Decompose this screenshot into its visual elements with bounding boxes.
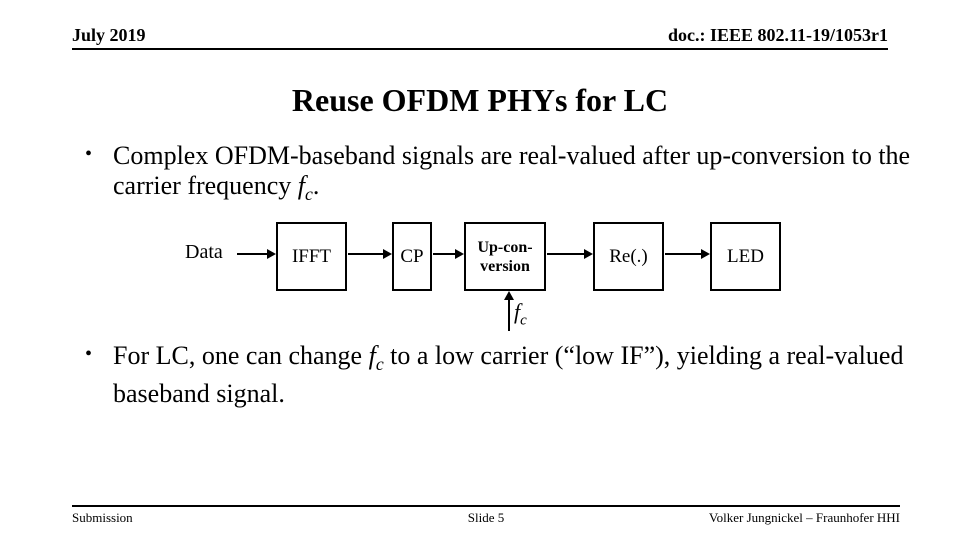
block-upconversion-label-line1: Up-con- [477, 238, 533, 256]
block-cp: CP [392, 222, 432, 291]
block-upconversion: Up-con- version [464, 222, 546, 291]
header-date: July 2019 [72, 25, 146, 45]
block-real-part: Re(.) [593, 222, 664, 291]
footer-submission-label: Submission [72, 510, 133, 525]
bullet-1-text-post: . [312, 171, 320, 200]
block-upconversion-label-line2: version [480, 257, 530, 275]
bullet-item-2: • For LC, one can change fc to a low car… [85, 341, 923, 409]
flow-arrow-data-to-ifft [237, 249, 276, 259]
diagram-source-label: Data [185, 241, 223, 263]
bullet-2-text-post: to a low carrier (“low IF”), yielding a … [113, 341, 904, 409]
footer-author: Volker Jungnickel – Fraunhofer HHI [708, 510, 900, 525]
block-led-label: LED [727, 246, 764, 267]
bullet-1-text-pre: Complex OFDM-baseband signals are real-v… [113, 141, 911, 200]
flow-arrow-ifft-to-cp [348, 249, 392, 259]
bullet-marker: • [85, 143, 93, 165]
flow-arrow-upconversion-to-re [547, 249, 593, 259]
carrier-input-arrow [504, 291, 514, 331]
slide-title: Reuse OFDM PHYs for LC [291, 82, 669, 118]
header-doc-number: doc.: IEEE 802.11-19/1053r1 [667, 25, 888, 45]
block-cp-label: CP [400, 246, 424, 267]
bullet-2-text: For LC, one can change fc to a low carri… [113, 341, 903, 408]
bullet-marker: • [85, 343, 93, 365]
bullet-2-text-pre: For LC, one can change [113, 341, 369, 370]
bullet-1-text: Complex OFDM-baseband signals are real-v… [113, 141, 911, 205]
flow-arrow-cp-to-upconversion [433, 249, 464, 259]
block-ifft: IFFT [276, 222, 347, 291]
bullet-item-1: • Complex OFDM-baseband signals are real… [85, 141, 923, 209]
carrier-frequency-label: fc [514, 299, 527, 329]
block-real-part-label: Re(.) [609, 246, 648, 267]
footer-slide-number: Slide 5 [467, 510, 505, 525]
slide-header: July 2019 doc.: IEEE 802.11-19/1053r1 [72, 25, 888, 50]
slide-footer: Submission Slide 5 Volker Jungnickel – F… [72, 505, 900, 525]
flow-arrow-re-to-led [665, 249, 710, 259]
carrier-frequency-symbol: fc [368, 341, 384, 375]
carrier-frequency-symbol: fc [297, 171, 313, 205]
block-led: LED [710, 222, 781, 291]
block-ifft-label: IFFT [291, 246, 332, 267]
